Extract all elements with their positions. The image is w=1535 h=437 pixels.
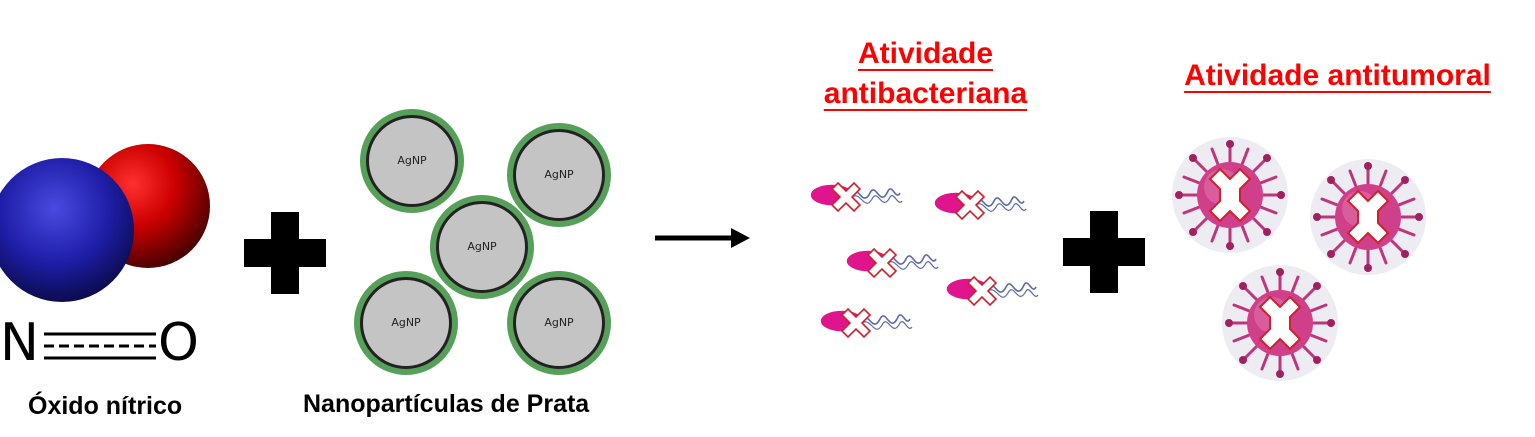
formula-oxygen-symbol: O bbox=[158, 313, 199, 373]
bacteria-group bbox=[809, 182, 1039, 338]
nanoparticle: AgNP bbox=[360, 277, 452, 369]
nitric-oxide-formula: N O bbox=[0, 313, 215, 375]
bacteria-icon bbox=[845, 248, 939, 278]
tumor-cell-icon bbox=[1170, 135, 1290, 255]
arrow-right-icon bbox=[655, 228, 750, 248]
nanoparticle: AgNP bbox=[366, 115, 458, 207]
antibacterial-title-line2: antibacteriana bbox=[823, 77, 1028, 110]
bacteria-icon bbox=[933, 190, 1027, 220]
tumor-cell-icon bbox=[1308, 157, 1428, 277]
tumor-cells-group bbox=[1170, 135, 1428, 383]
antitumor-title: Atividade antitumoral bbox=[1184, 59, 1491, 92]
nanoparticle: AgNP bbox=[513, 277, 605, 369]
triple-bond-icon bbox=[44, 332, 156, 360]
nitric-oxide-molecule-icon bbox=[0, 144, 210, 302]
nanoparticle: AgNP bbox=[436, 201, 528, 293]
tumor-cell-icon bbox=[1220, 263, 1340, 383]
antibacterial-title-line1: Atividade bbox=[857, 37, 994, 70]
antibacterial-title: Atividade antibacteriana bbox=[778, 34, 1073, 114]
nanoparticle: AgNP bbox=[513, 129, 605, 221]
plus-icon bbox=[1063, 211, 1145, 293]
formula-nitrogen-symbol: N bbox=[0, 313, 39, 373]
nanoparticles-label: Nanopartículas de Prata bbox=[303, 390, 590, 418]
bacteria-icon bbox=[819, 308, 913, 338]
nitric-oxide-label: Óxido nítrico bbox=[28, 392, 183, 420]
plus-icon bbox=[244, 212, 326, 294]
bacteria-icon bbox=[809, 182, 903, 212]
bacteria-icon bbox=[945, 276, 1039, 306]
